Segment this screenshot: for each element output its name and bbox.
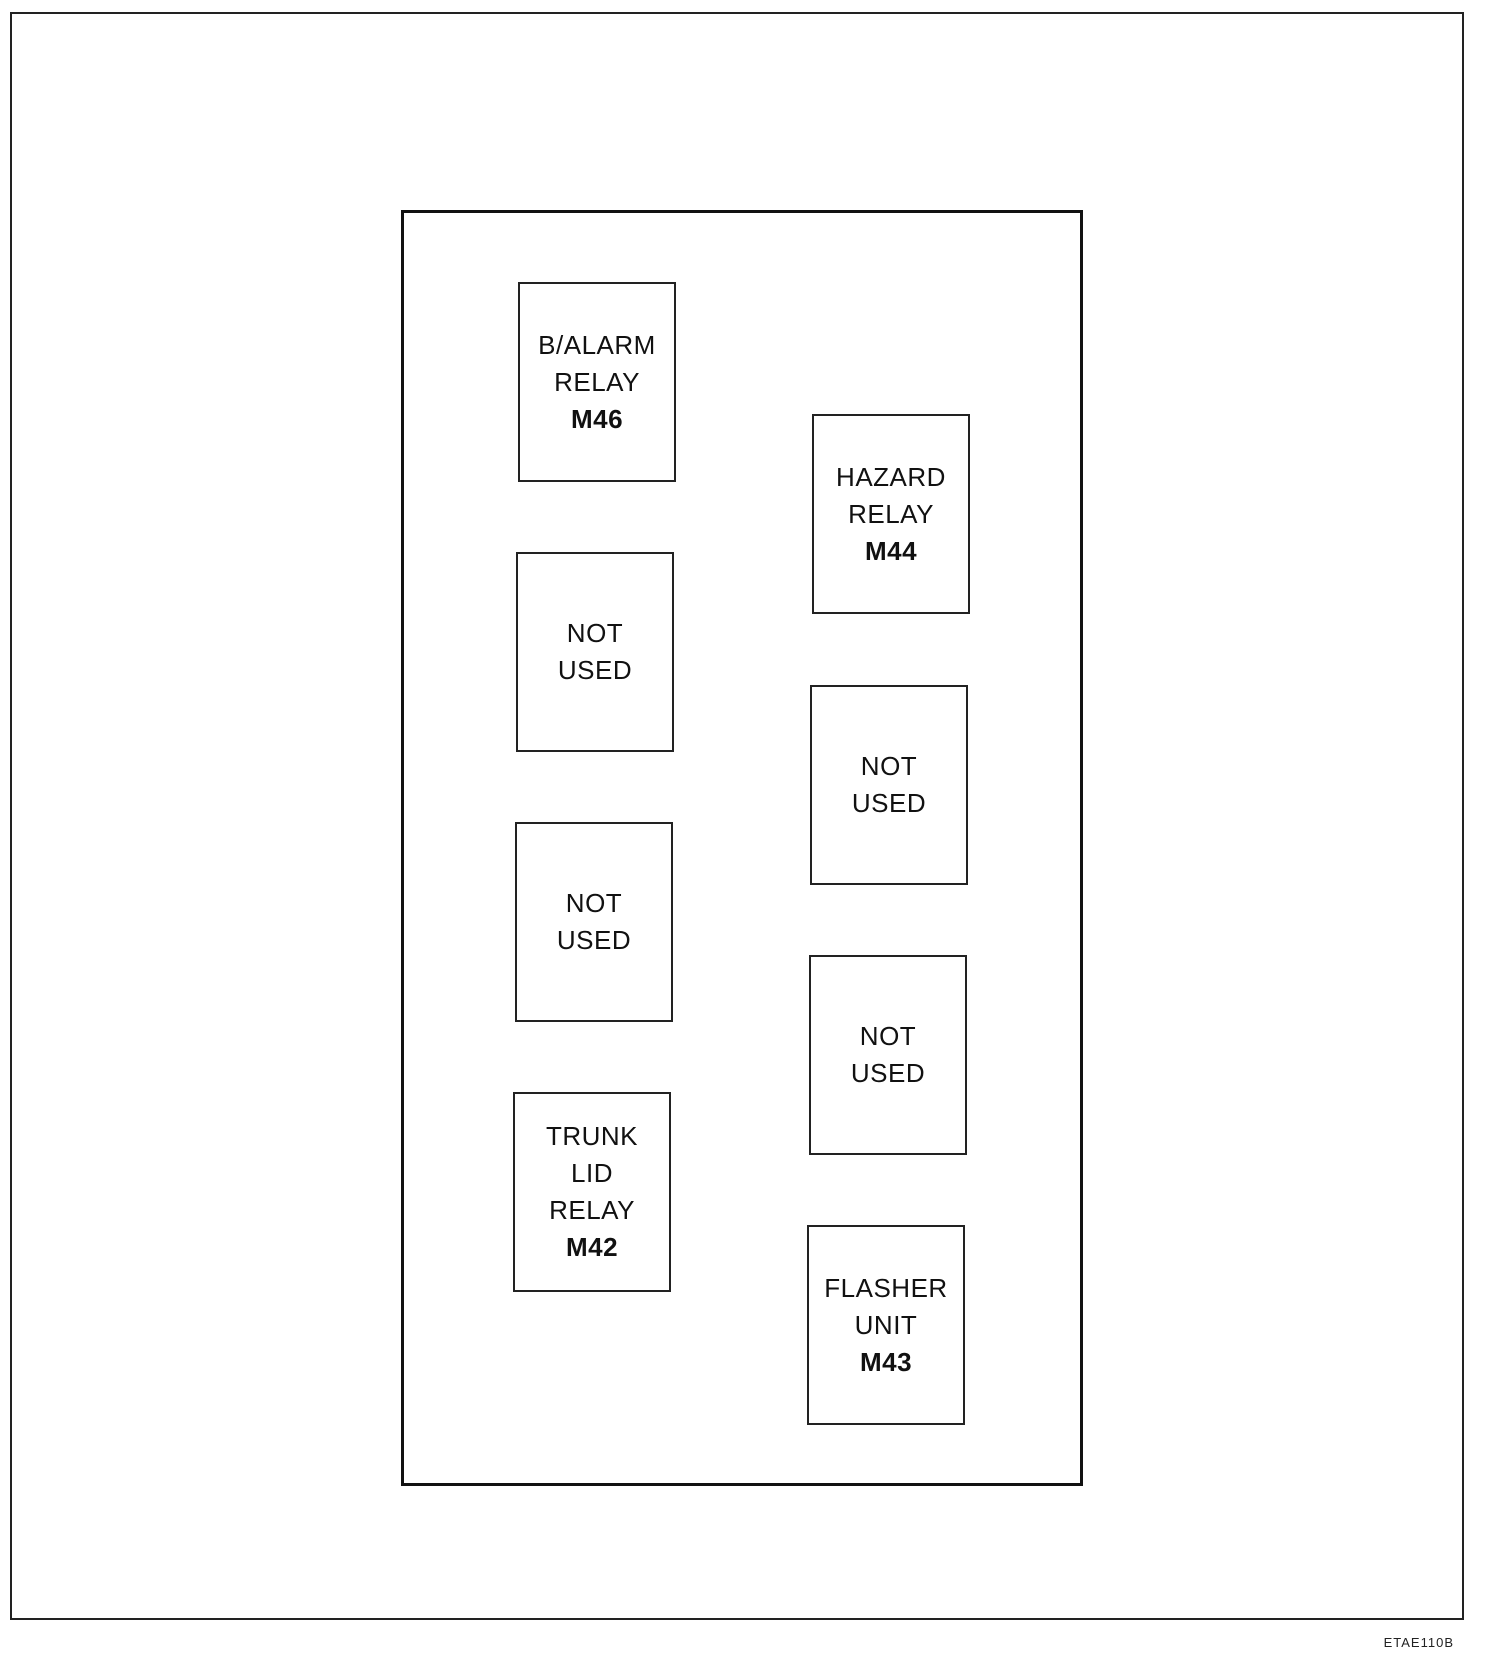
relay-label-line: LID (571, 1158, 613, 1188)
relay-label-line: RELAY (549, 1195, 635, 1225)
relay-label-line: USED (557, 655, 633, 685)
relay-slot-trunk-lid: TRUNK LID RELAY M42 (513, 1092, 671, 1292)
relay-slot-b-alarm: B/ALARM RELAY M46 (518, 282, 676, 482)
relay-label-line: NOT (565, 888, 623, 918)
relay-code: M44 (864, 535, 918, 566)
relay-label-line: USED (851, 788, 927, 818)
relay-label-line: HAZARD (836, 461, 946, 492)
relay-code: M46 (570, 403, 624, 434)
relay-slot-not-used: NOT USED (809, 955, 967, 1155)
relay-label-line: TRUNK (545, 1121, 639, 1151)
relay-label-line: USED (556, 925, 632, 955)
relay-label-line: NOT (859, 1021, 917, 1051)
relay-slot-not-used: NOT USED (516, 552, 674, 752)
relay-panel: B/ALARM RELAY M46 NOT USED NOT USED TRUN… (401, 210, 1083, 1486)
relay-label-line: NOT (860, 751, 918, 781)
relay-label-line: FLASHER (824, 1272, 948, 1303)
relay-slot-flasher-unit: FLASHER UNIT M43 (807, 1225, 965, 1425)
relay-code: M43 (859, 1346, 913, 1377)
relay-label-line: USED (850, 1058, 926, 1088)
relay-code: M42 (565, 1232, 619, 1262)
relay-slot-hazard: HAZARD RELAY M44 (812, 414, 970, 614)
relay-label-line: UNIT (854, 1309, 918, 1340)
relay-slot-not-used: NOT USED (515, 822, 673, 1022)
relay-slot-not-used: NOT USED (810, 685, 968, 885)
relay-label-line: RELAY (848, 498, 934, 529)
document-code: ETAE110B (1383, 1635, 1454, 1650)
relay-label-line: B/ALARM (538, 329, 656, 360)
outer-frame (10, 12, 1464, 1620)
relay-label-line: RELAY (554, 366, 640, 397)
relay-label-line: NOT (566, 618, 624, 648)
